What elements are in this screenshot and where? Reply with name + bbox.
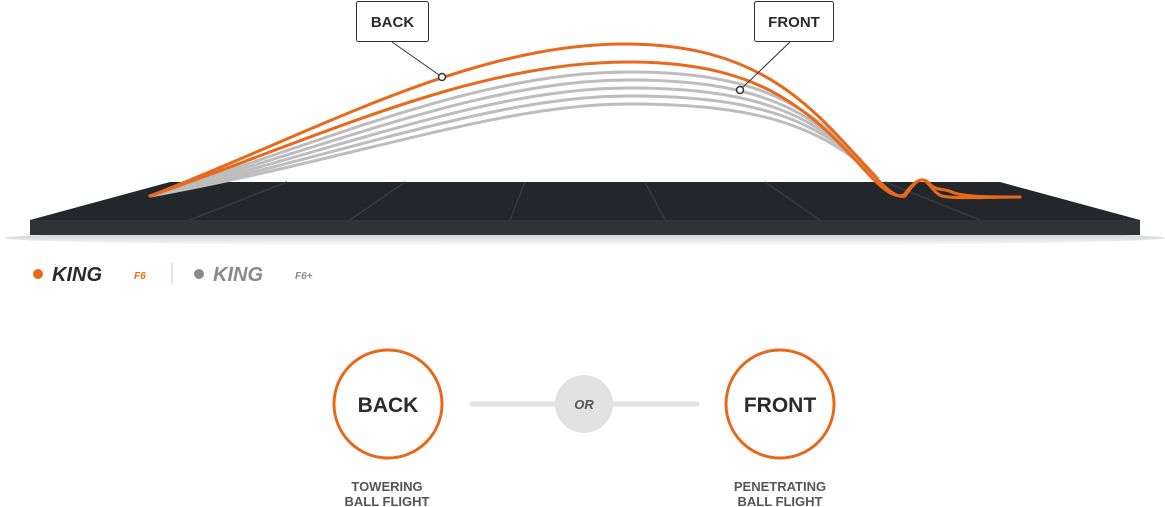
trajectory-gray-4 [148, 94, 878, 198]
callout-back-box [356, 1, 429, 42]
front-caption-line2: BALL FLIGHT [738, 494, 823, 507]
option-back-label: BACK [358, 394, 419, 417]
callout-front-leader [739, 41, 791, 91]
callout-back-leader [391, 41, 443, 78]
callout-front-label: FRONT [768, 14, 820, 31]
option-front[interactable]: FRONT [724, 348, 836, 460]
callout-front-box [754, 1, 834, 42]
legend: KING F6 KING F6+ [33, 263, 313, 286]
option-back-circle[interactable] [332, 348, 444, 460]
callout-back-label: BACK [371, 14, 414, 31]
legend-dot-f6 [33, 269, 43, 279]
front-caption-line1: PENETRATING [734, 479, 826, 494]
option-front-label: FRONT [744, 394, 816, 417]
trajectories-f6 [148, 42, 1022, 200]
callout-front-marker [735, 85, 745, 95]
legend-variant-f6plus: F6+ [295, 271, 313, 282]
trajectory-gray-2 [148, 78, 874, 198]
trajectory-gray-1 [148, 70, 872, 198]
callout-back-marker [437, 72, 447, 82]
legend-model-f6: KING [52, 264, 102, 286]
or-circle [555, 375, 613, 433]
callout-back: BACK [356, 1, 447, 82]
trajectory-orange-high [148, 42, 1022, 200]
legend-variant-f6: F6 [134, 271, 146, 282]
legend-dot-f6plus [194, 269, 204, 279]
back-caption-line2: BALL FLIGHT [345, 494, 430, 507]
ground-grid-lines [189, 181, 981, 221]
option-back[interactable]: BACK [332, 348, 444, 460]
ground-top [30, 182, 1140, 220]
flight-options: BACK OR FRONT TOWERING BALL FLIGHT PENET… [332, 348, 836, 507]
option-front-circle[interactable] [724, 348, 836, 460]
ground-front-edge [30, 220, 1140, 235]
trajectory-orange-low [148, 60, 1022, 199]
or-badge: OR [555, 375, 613, 433]
trajectory-gray-5 [148, 102, 880, 198]
or-label: OR [574, 397, 594, 412]
legend-model-f6plus: KING [213, 264, 263, 286]
trajectory-gray-3 [148, 86, 876, 198]
ground-plane [5, 181, 1165, 246]
callout-front: FRONT [735, 1, 834, 95]
back-caption-line1: TOWERING [351, 479, 422, 494]
